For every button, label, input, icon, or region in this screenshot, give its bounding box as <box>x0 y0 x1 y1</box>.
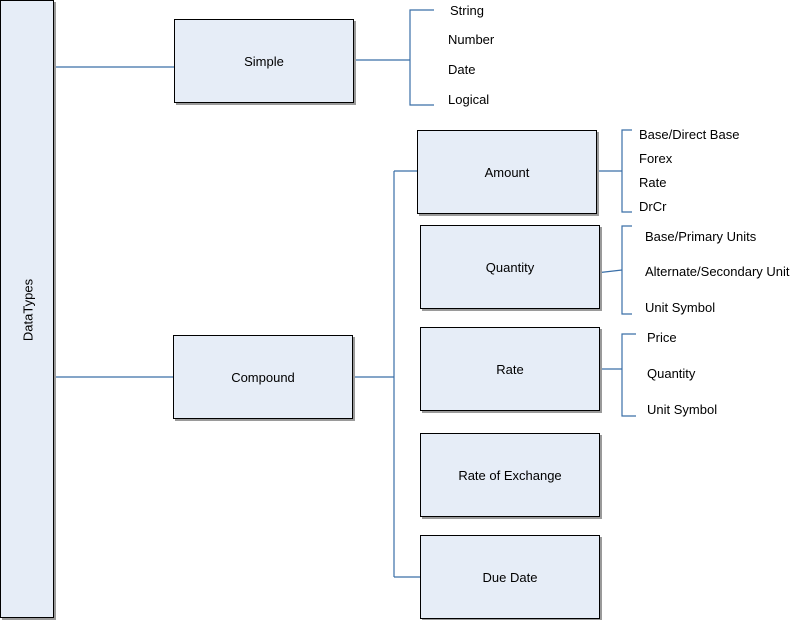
quantity-box: Quantity <box>420 225 600 309</box>
amount-item-base-direct-base: Base/Direct Base <box>639 127 740 142</box>
simple-box: Simple <box>174 19 354 103</box>
simple-item-date: Date <box>448 62 476 77</box>
simple-item-string: String <box>450 3 484 18</box>
rate-item-unit-symbol: Unit Symbol <box>647 402 718 417</box>
rate-of-exchange-box: Rate of Exchange <box>420 433 600 517</box>
datatypes-root-box: DataTypes <box>0 0 54 618</box>
amount-item-forex: Forex <box>639 151 673 166</box>
datatypes-root-label: DataTypes <box>20 278 36 342</box>
rate-label: Rate <box>496 361 524 377</box>
bracket-amount <box>621 129 632 213</box>
bracket-rate <box>621 333 636 417</box>
amount-label: Amount <box>484 164 530 180</box>
rate-of-exchange-label: Rate of Exchange <box>458 467 562 483</box>
due-date-box: Due Date <box>420 535 600 619</box>
simple-item-logical: Logical <box>448 92 490 107</box>
quantity-item-alternate-secondary-unit: Alternate/Secondary Unit <box>645 264 790 279</box>
rate-box: Rate <box>420 327 600 411</box>
amount-item-rate: Rate <box>639 175 667 190</box>
bracket-quantity <box>621 225 632 315</box>
rate-item-quantity: Quantity <box>647 366 696 381</box>
simple-label: Simple <box>244 53 284 69</box>
quantity-item-unit-symbol: Unit Symbol <box>645 300 716 315</box>
bracket-simple <box>409 9 434 106</box>
quantity-label: Quantity <box>485 259 535 275</box>
quantity-item-base-primary-units: Base/Primary Units <box>645 229 757 244</box>
simple-item-number: Number <box>448 32 495 47</box>
due-date-label: Due Date <box>482 569 538 585</box>
amount-box: Amount <box>417 130 597 214</box>
amount-item-drcr: DrCr <box>639 199 667 214</box>
compound-box: Compound <box>173 335 353 419</box>
compound-label: Compound <box>231 369 295 385</box>
rate-item-price: Price <box>647 330 677 345</box>
